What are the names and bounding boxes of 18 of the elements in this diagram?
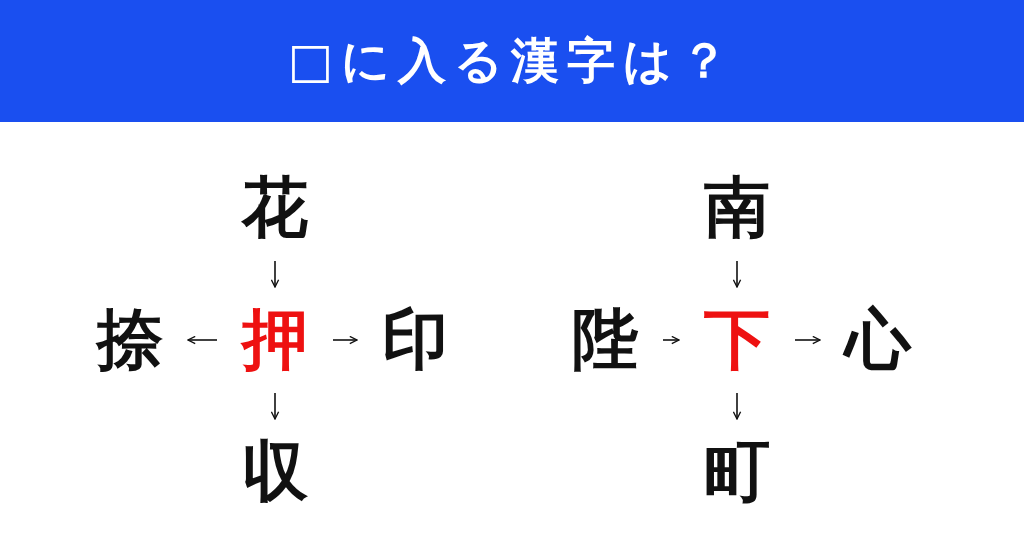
answer-kanji: 押: [242, 300, 308, 380]
kanji: 捺: [97, 300, 163, 380]
kanji: 陛: [572, 300, 638, 380]
title: □に入る漢字は？: [287, 31, 737, 90]
arrow: [270, 260, 280, 288]
arrow: [187, 335, 218, 345]
kanji: 収: [242, 432, 308, 512]
arrow: [794, 335, 821, 345]
answer-kanji: 下: [704, 300, 770, 380]
arrow: [732, 392, 742, 420]
arrow: [662, 335, 680, 345]
arrow: [332, 335, 358, 345]
arrow: [270, 392, 280, 420]
kanji: 印: [382, 300, 448, 380]
kanji: 町: [704, 432, 770, 512]
kanji: 南: [704, 168, 770, 248]
kanji: 花: [242, 168, 308, 248]
arrow: [732, 260, 742, 288]
